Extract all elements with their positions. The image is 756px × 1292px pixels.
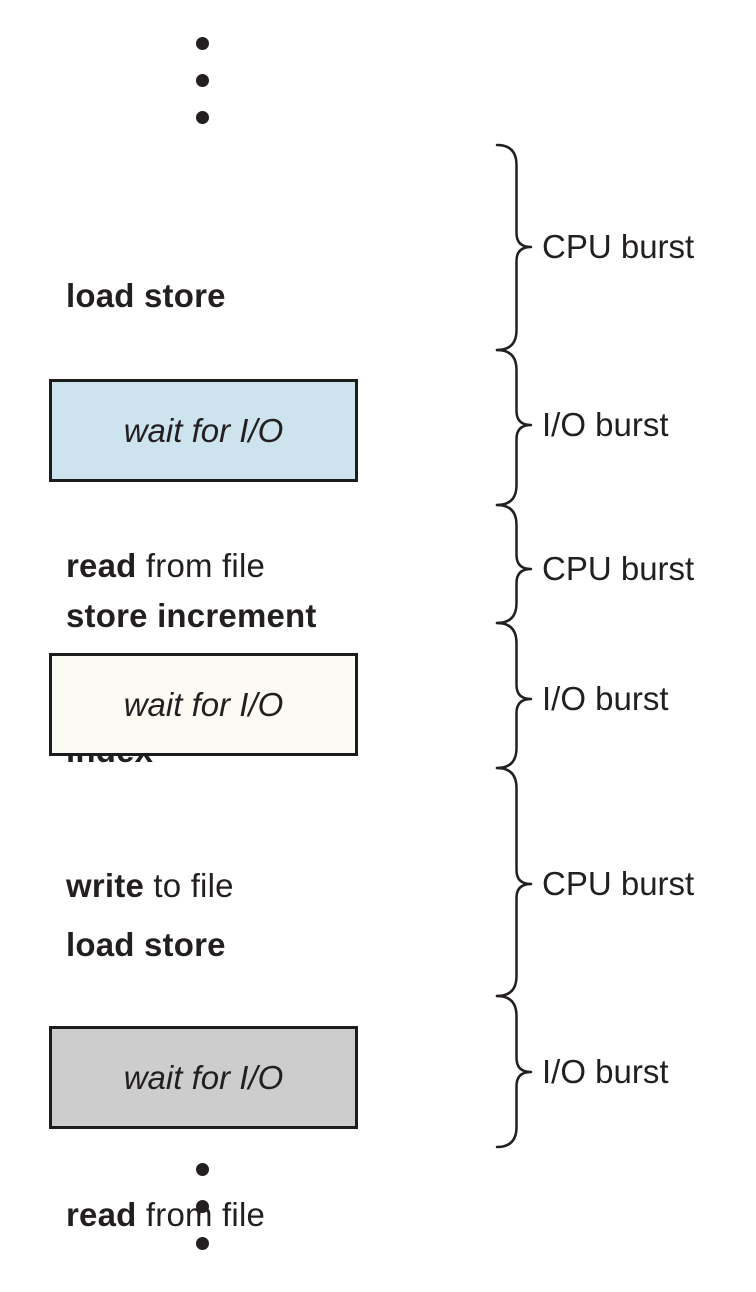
burst-label-cpu-1: CPU burst [542,228,695,265]
burst-label-io-2: I/O burst [542,680,669,717]
brace-cpu-burst-3 [495,766,533,998]
code-line: load store [66,926,226,963]
wait-for-io-box-2: wait for I/O [49,653,358,756]
wait-for-io-label: wait for I/O [123,685,284,723]
burst-label-io-1: I/O burst [542,406,669,443]
wait-for-io-label: wait for I/O [123,1058,284,1096]
brace-io-burst-3 [495,994,533,1149]
ellipsis-dot [196,74,209,87]
code-line: read from file [66,1196,266,1233]
burst-label-cpu-2: CPU burst [542,550,695,587]
wait-for-io-box-1: wait for I/O [49,379,358,482]
brace-cpu-burst-1 [495,143,533,352]
code-line: load store [66,277,226,314]
ellipsis-dot [196,111,209,124]
ellipsis-dot [196,1237,209,1250]
ellipsis-bottom-icon [196,1163,209,1250]
code-line: store increment [66,597,317,634]
burst-label-io-3: I/O burst [542,1053,669,1090]
wait-for-io-box-3: wait for I/O [49,1026,358,1129]
ellipsis-dot [196,1200,209,1213]
wait-for-io-label: wait for I/O [123,411,284,449]
ellipsis-dot [196,1163,209,1176]
code-line: write to file [66,867,234,904]
burst-label-cpu-3: CPU burst [542,865,695,902]
code-line: read from file [66,547,266,584]
ellipsis-top-icon [196,37,209,124]
brace-cpu-burst-2 [495,503,533,625]
brace-io-burst-1 [495,348,533,507]
brace-io-burst-2 [495,621,533,770]
ellipsis-dot [196,37,209,50]
